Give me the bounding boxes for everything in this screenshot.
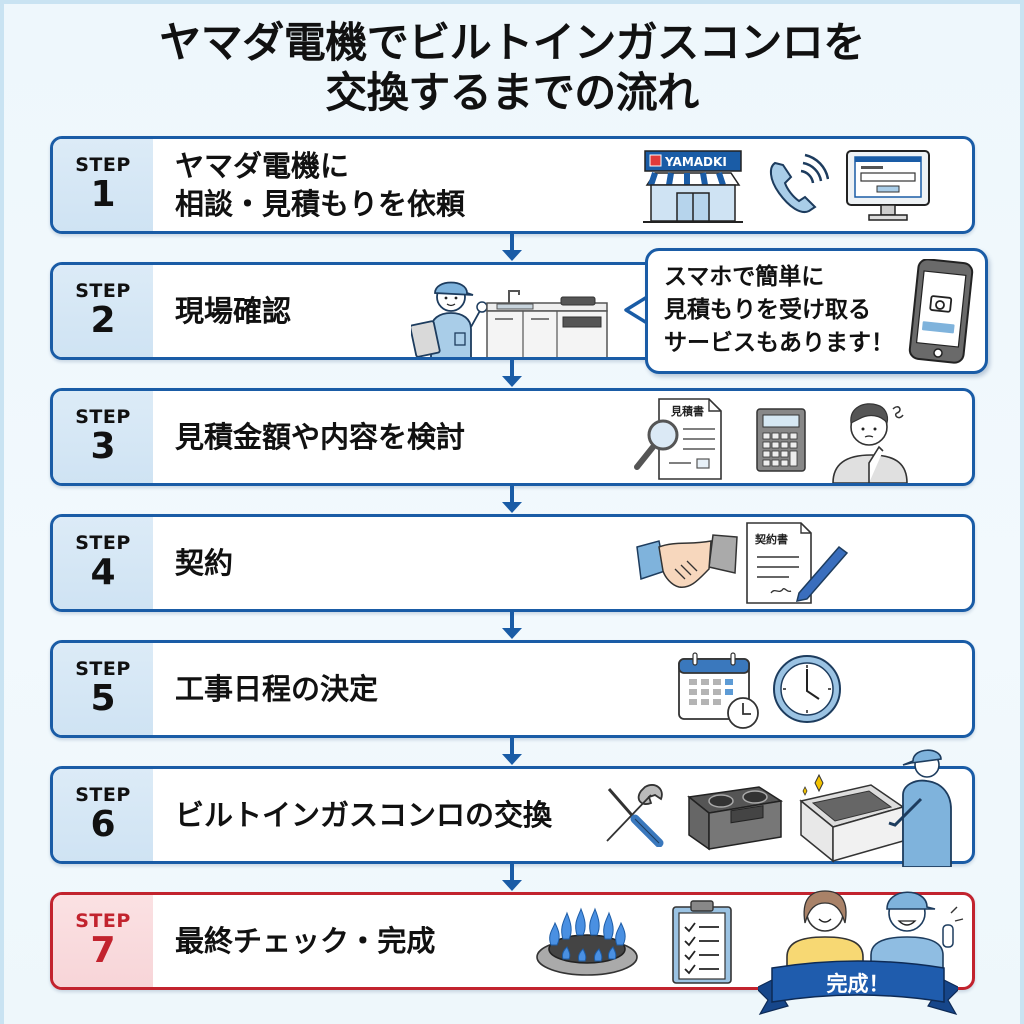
step-title: 契約 [175,517,233,609]
step-number: 3 [90,426,116,467]
step-title-line: ビルトインガスコンロの交換 [175,798,553,832]
step-6-card: STEP 6 ビルトインガスコンロの交換 [50,749,975,867]
step-label: STEP [75,532,131,554]
title-line-2: 交換するまでの流れ [325,68,699,117]
step-number: 6 [90,804,116,845]
step-label: STEP [75,910,131,932]
step-badge: STEP 7 [53,895,153,987]
step-badge: STEP 5 [53,643,153,735]
calculator-icon [755,407,807,473]
handshake-icon [635,527,739,597]
step-3-card: STEP 3 見積金額や内容を検討 見積書 [50,388,975,486]
worker-with-clipboard-icon [411,267,491,357]
step-number: 5 [90,678,116,719]
completion-ribbon: 完成！ [758,958,958,1018]
step-4-card: STEP 4 契約 契約書 [50,514,975,612]
step-badge: STEP 6 [53,769,153,861]
smartphone-estimate-callout: スマホで簡単に 見積もりを受け取る サービスもあります！ [645,248,988,374]
phone-icon [765,153,829,219]
step-badge: STEP 4 [53,517,153,609]
step-title: ヤマダ電機に 相談・見積もりを依頼 [175,139,465,231]
flow-arrow [502,864,522,891]
step-title-line: 契約 [175,546,234,580]
step-title-line: 相談・見積もりを依頼 [175,187,466,221]
calendar-icon [677,651,765,731]
step-title-line: 見積金額や内容を検討 [175,420,466,454]
step-label: STEP [75,406,131,428]
flow-arrow [502,360,522,387]
step-title: 現場確認 [175,265,291,357]
step-label: STEP [75,154,131,176]
gas-burner-flame-icon [533,905,641,977]
estimate-document-icon: 見積書 [629,395,725,481]
kitchen-counter-icon [485,289,609,357]
step-title: 見積金額や内容を検討 [175,391,465,483]
clock-icon [771,653,843,725]
step-title-line: ヤマダ電機に [175,149,350,183]
step-title: ビルトインガスコンロの交換 [175,769,552,861]
step-badge: STEP 1 [53,139,153,231]
callout-line: スマホで簡単に [664,264,825,290]
step-label: STEP [75,784,131,806]
computer-icon [845,149,931,225]
completion-ribbon-text: 完成！ [826,972,890,996]
step-badge: STEP 2 [53,265,153,357]
contract-document-icon: 契約書 [745,521,855,605]
flow-arrow [502,486,522,513]
installer-icon [791,745,957,867]
store-icon: YAMADKI [641,149,745,225]
step-title-line: 工事日程の決定 [175,672,379,706]
tools-icon [601,781,667,847]
step-number: 7 [90,930,116,971]
thinking-person-icon [829,393,913,483]
estimate-doc-label: 見積書 [670,404,704,418]
step-number: 2 [90,300,116,341]
title-line-1: ヤマダ電機でビルトインガスコンロを [159,18,865,67]
step-label: STEP [75,658,131,680]
checklist-icon [669,899,735,985]
step-label: STEP [75,280,131,302]
step-number: 4 [90,552,116,593]
callout-line: サービスもあります！ [664,330,894,356]
step-title: 最終チェック・完成 [175,895,435,987]
gas-stove-icon [679,783,783,853]
flow-arrow [502,612,522,639]
callout-text: スマホで簡単に 見積もりを受け取る サービスもあります！ [664,261,894,360]
smartphone-camera-icon [908,259,974,365]
step-badge: STEP 3 [53,391,153,483]
step-title: 工事日程の決定 [175,643,378,735]
flow-arrow [502,234,522,261]
step-title-line: 最終チェック・完成 [175,924,436,958]
contract-doc-label: 契約書 [754,532,788,546]
step-5-card: STEP 5 工事日程の決定 [50,640,975,738]
step-number: 1 [90,174,116,215]
step-title-line: 現場確認 [175,294,292,328]
callout-line: 見積もりを受け取る [664,297,871,323]
flow-arrow [502,738,522,765]
step-1-card: STEP 1 ヤマダ電機に 相談・見積もりを依頼 YAMADKI [50,136,975,234]
page-title: ヤマダ電機でビルトインガスコンロを 交換するまでの流れ [0,18,1024,118]
store-sign-text: YAMADKI [664,155,727,169]
